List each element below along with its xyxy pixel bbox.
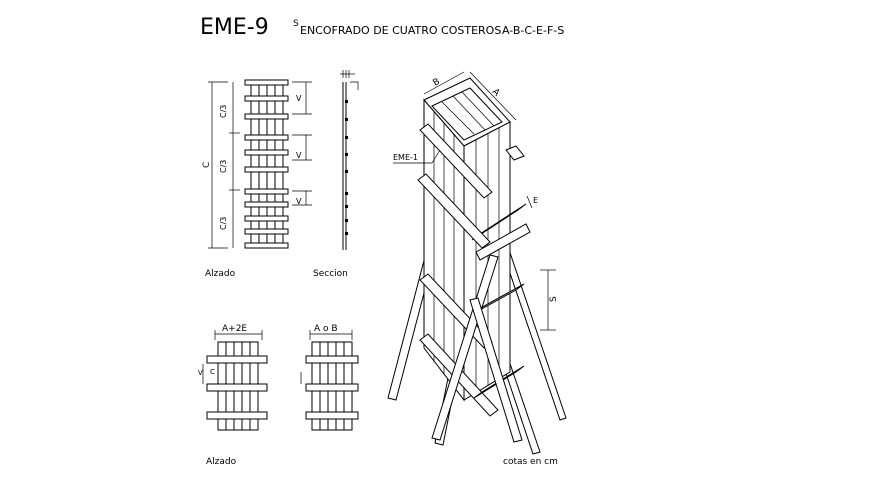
dim-c-third-2: C/3 [219, 160, 228, 173]
section-label: Seccion [313, 269, 348, 279]
iso-dim-b: B [432, 77, 442, 89]
dim-v-3: V [296, 197, 302, 206]
section-view: Seccion [313, 70, 359, 279]
dim-c-total: C [202, 162, 212, 168]
dim-a-or-b: A o B [314, 324, 338, 334]
iso-dim-a: A [490, 87, 502, 99]
elevation-top: C C/3 C/3 C/3 V V V Alzado [202, 79, 312, 279]
dim-a-plus-2e: A+2E [222, 324, 247, 334]
dim-c-side: C [210, 368, 215, 376]
dim-v-side: V [198, 369, 203, 377]
drawing-variants: A-B-C-E-F-S [502, 24, 564, 37]
isometric-view: A B EME-1 E S cotas en cm [387, 71, 567, 467]
elevation-top-label: Alzado [205, 269, 236, 279]
elevation-bottom-right: A o B [300, 324, 359, 431]
iso-dim-s: S [549, 296, 559, 302]
units-note: cotas en cm [503, 457, 558, 467]
drawing-title: ENCOFRADO DE CUATRO COSTEROS [300, 24, 501, 37]
dim-c-third-1: C/3 [219, 105, 228, 118]
elevation-bottom-left: A+2E V C Alzado [198, 324, 268, 467]
drawing-code: EME-9 [200, 15, 269, 40]
elevation-bottom-label: Alzado [206, 457, 237, 467]
dim-c-third-3: C/3 [219, 217, 228, 230]
title-superscript: S [293, 19, 299, 29]
dim-v-1: V [296, 94, 302, 103]
iso-dim-e: E [533, 196, 538, 205]
dim-v-2: V [296, 151, 302, 160]
iso-ref-label: EME-1 [393, 153, 418, 162]
